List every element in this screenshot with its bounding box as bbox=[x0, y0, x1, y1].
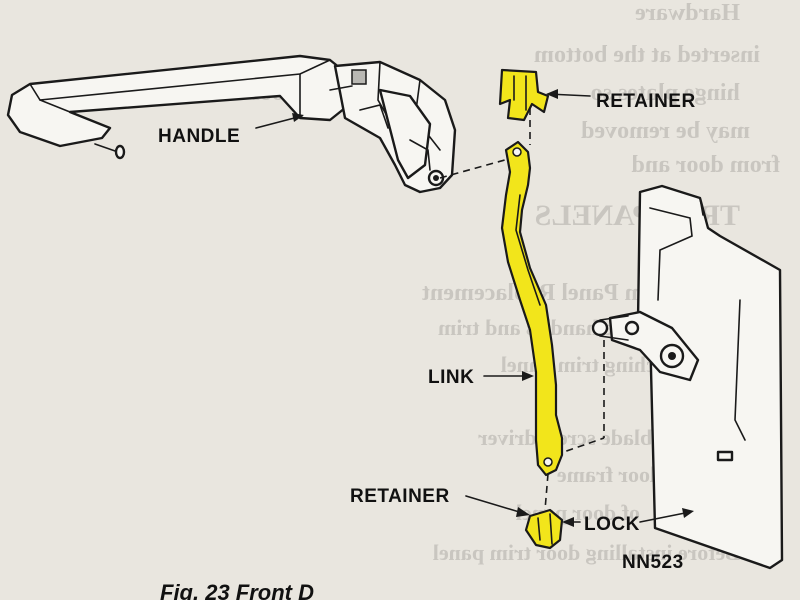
alignment-lines bbox=[439, 108, 605, 511]
door-handle-drawing bbox=[6, 54, 457, 194]
bottom-retainer-clip bbox=[524, 508, 564, 550]
figure-caption: Fig. 23 Front D bbox=[160, 580, 314, 600]
retainer-bottom-label: RETAINER bbox=[350, 486, 450, 507]
lock-plate-drawing bbox=[591, 184, 784, 570]
bleed-line: hinge plates so bbox=[591, 80, 740, 106]
bleed-line: may be removed bbox=[580, 118, 750, 144]
bleed-line: Before installing door trim panel bbox=[433, 540, 740, 565]
retainer-top-label: RETAINER bbox=[596, 91, 696, 112]
bleed-line: inserted at the bottom bbox=[534, 42, 760, 68]
handle-label: HANDLE bbox=[158, 126, 240, 147]
figure-id-code: NN523 bbox=[622, 552, 684, 573]
bleed-line: from door and bbox=[631, 152, 780, 178]
top-retainer-clip bbox=[498, 68, 550, 122]
part-labels: HANDLE RETAINER LINK RETAINER LOCK NN523 bbox=[158, 91, 696, 573]
bleed-line: Hardware bbox=[635, 0, 740, 26]
link-rod bbox=[500, 140, 564, 477]
bleed-heading: TRIM PANELS bbox=[535, 199, 740, 232]
link-label: LINK bbox=[428, 367, 474, 388]
lock-label: LOCK bbox=[584, 514, 640, 535]
label-leaders bbox=[255, 89, 694, 527]
